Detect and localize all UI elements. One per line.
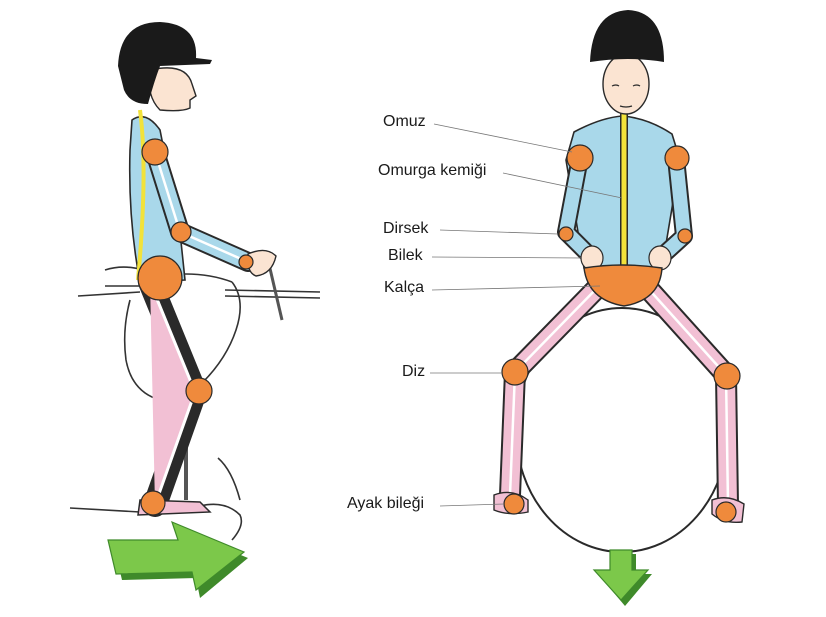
leader-wrist <box>431 256 583 259</box>
leader-lines <box>430 123 623 507</box>
side-ankle-joint <box>140 490 166 516</box>
label-ankle: Ayak bileği <box>347 495 425 512</box>
label-elbow: Dirsek <box>383 220 429 237</box>
side-view-rider <box>69 22 321 598</box>
front-shoulder-joint-left <box>566 144 594 172</box>
side-hip-joint <box>137 255 183 301</box>
front-view-rider <box>430 10 745 606</box>
front-elbow-joint-right <box>677 228 693 244</box>
side-knee-joint <box>185 377 213 405</box>
front-helmet <box>590 10 664 62</box>
front-ankle-joint-left <box>503 493 525 515</box>
down-arrow-icon <box>592 549 652 606</box>
label-knee: Diz <box>402 363 426 380</box>
side-spine <box>136 109 146 281</box>
front-elbow-joint-left <box>558 226 574 242</box>
front-ankle-joint-right <box>715 501 737 523</box>
front-face <box>602 53 650 115</box>
label-spine: Omurga kemiği <box>378 162 487 179</box>
front-shoulder-joint-right <box>664 145 690 171</box>
leader-spine <box>502 172 623 199</box>
front-hip <box>583 264 663 307</box>
side-face <box>148 67 197 112</box>
front-knee-joint-right <box>713 362 741 390</box>
side-wrist-joint <box>238 254 254 270</box>
label-wrist: Bilek <box>388 247 423 264</box>
forward-arrow-icon <box>107 520 248 598</box>
side-shoulder-joint <box>141 138 169 166</box>
leader-shoulder <box>433 123 573 153</box>
leader-elbow <box>439 229 559 235</box>
side-elbow-joint <box>170 221 192 243</box>
front-knee-joint-left <box>501 358 529 386</box>
side-helmet <box>118 22 212 104</box>
leader-ankle <box>439 503 505 507</box>
leader-hip <box>431 285 601 291</box>
label-hip: Kalça <box>384 279 425 296</box>
reins <box>266 259 284 321</box>
label-shoulder: Omuz <box>383 113 426 130</box>
